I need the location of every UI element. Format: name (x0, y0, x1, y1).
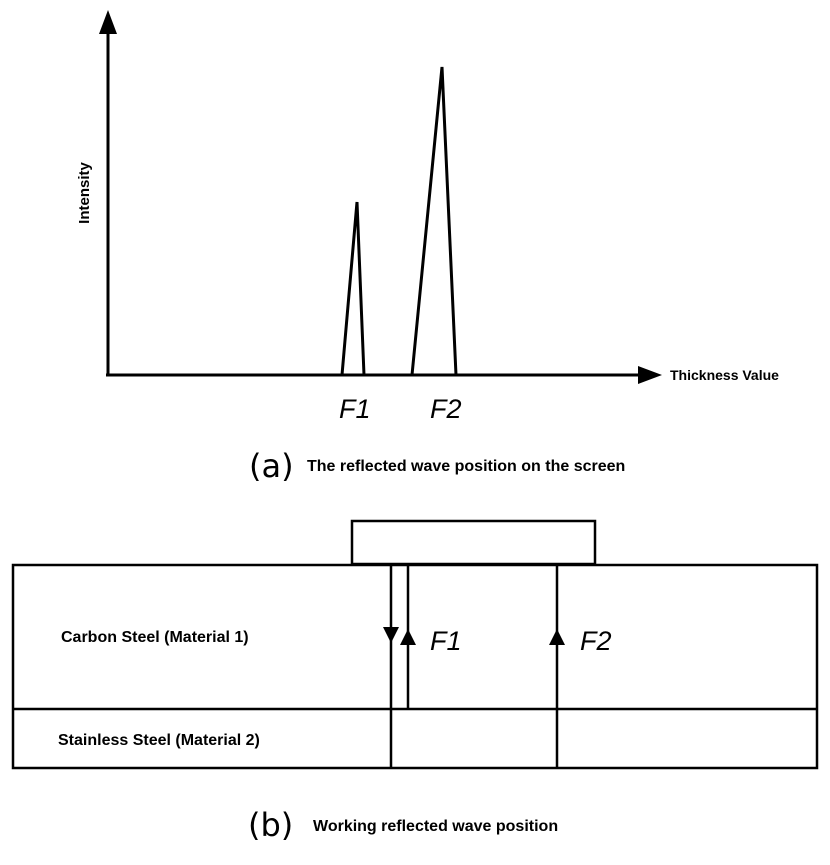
material-1-label: Carbon Steel (Material 1) (61, 629, 249, 646)
caption-a-tag: (a) (249, 447, 294, 485)
peak-f1 (340, 201, 366, 376)
peak-label-f2: F2 (430, 394, 462, 424)
probe (350, 519, 597, 566)
wave-label-f2: F2 (580, 626, 612, 656)
peak-label-f1: F1 (339, 394, 371, 424)
x-axis-arrowhead (638, 366, 662, 384)
panel-a: Intensity Thickness Value F1 F2 (a) The … (76, 10, 779, 485)
arrow-up-f1 (400, 629, 416, 645)
y-axis-label: Intensity (76, 162, 93, 224)
y-axis-arrowhead (99, 10, 117, 34)
wave-label-f1: F1 (430, 626, 462, 656)
caption-b-text: Working reflected wave position (313, 818, 558, 835)
caption-b-tag: (b) (248, 806, 293, 844)
arrow-up-f2 (549, 629, 565, 645)
peak-f2 (410, 66, 458, 376)
panel-b: F1 F2 Carbon Steel (Material 1) Stainles… (11, 519, 819, 844)
arrow-down-incident (383, 627, 399, 643)
material-block (11, 563, 819, 770)
x-axis-label: Thickness Value (670, 367, 779, 383)
caption-a-text: The reflected wave position on the scree… (307, 458, 625, 475)
material-2-label: Stainless Steel (Material 2) (58, 732, 260, 749)
